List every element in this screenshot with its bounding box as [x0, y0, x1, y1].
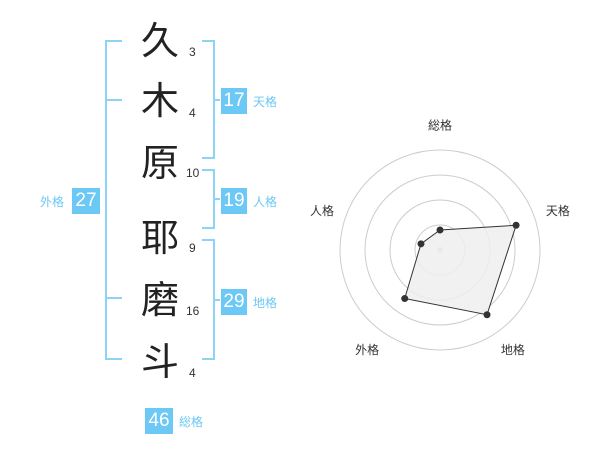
radar-axis-label-2: 天格: [546, 203, 570, 218]
radar-ring-3: [364, 174, 516, 326]
stroke-count-5: 16: [186, 304, 200, 318]
soukaku-label: 総格: [179, 415, 204, 429]
radar-point-4: [401, 295, 409, 303]
stroke-count-1: 3: [189, 45, 196, 59]
tenkaku-value: 17: [221, 88, 247, 114]
chikaku-label: 地格: [253, 296, 278, 310]
gaikaku-value: 27: [72, 188, 100, 214]
gaikaku-label: 外格: [40, 195, 65, 209]
name-char-3: 原: [140, 141, 179, 185]
jinkaku-label: 人格: [253, 195, 278, 209]
radar-point-1: [436, 226, 444, 234]
tenkaku-label: 天格: [253, 95, 278, 109]
radar-axis-label-5: 人格: [310, 203, 334, 218]
stroke-count-4: 9: [189, 241, 196, 255]
name-char-6: 斗: [140, 340, 179, 384]
radar-point-5: [417, 240, 425, 248]
radar-axis-label-3: 地格: [501, 342, 525, 357]
stroke-count-6: 4: [189, 366, 196, 380]
radar-point-3: [483, 311, 491, 319]
radar-ring-4: [339, 149, 541, 351]
radar-axis-label-1: 総格: [428, 118, 452, 133]
name-char-2: 木: [140, 79, 179, 123]
soukaku-value: 46: [145, 408, 173, 434]
name-char-4: 耶: [140, 216, 179, 260]
radar-polygon: [404, 224, 517, 316]
stroke-count-2: 4: [189, 106, 196, 120]
gaikaku-bracket: [105, 40, 122, 360]
chikaku-value: 29: [221, 289, 247, 315]
name-char-1: 久: [140, 19, 179, 63]
radar-axis-label-4: 外格: [355, 342, 379, 357]
stroke-count-3: 10: [186, 166, 200, 180]
name-char-5: 磨: [140, 278, 179, 322]
jinkaku-value: 19: [221, 188, 247, 214]
radar-point-2: [512, 221, 520, 229]
